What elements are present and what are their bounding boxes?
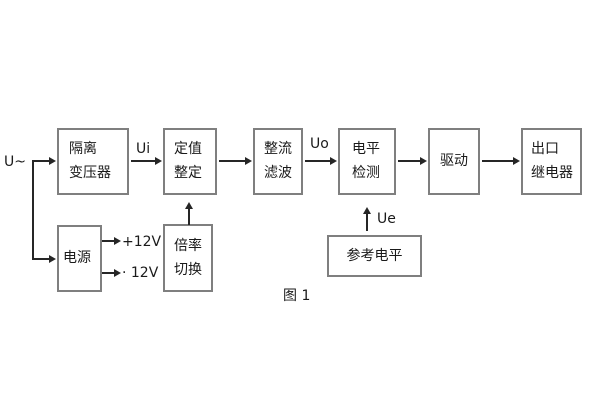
block-rectifier-filter-line2: 滤波 [264, 165, 292, 181]
block-reference-level: 参考电平 [327, 235, 422, 277]
arrow-level-detect-to-drive [398, 157, 427, 165]
block-multiplier-switch-line1: 倍率 [174, 237, 202, 254]
block-level-detect-line1: 电平 [352, 141, 380, 157]
block-rectifier-filter-line1: 整流 [264, 141, 292, 157]
block-isolation-transformer-line2: 变压器 [69, 165, 111, 181]
arrow-setpoint-to-rectifier [219, 157, 252, 165]
arrow-input-to-transformer [32, 157, 56, 165]
block-output-relay-line2: 继电器 [531, 165, 573, 181]
label-ui: Ui [136, 141, 151, 157]
block-drive-label: 驱动 [440, 153, 468, 169]
block-setpoint-line2: 整定 [174, 165, 202, 181]
block-power: 电源 [57, 225, 102, 292]
arrow-input-to-power [32, 255, 56, 263]
arrow-power-minus-12v [102, 269, 121, 277]
block-output-relay-line1: 出口 [531, 141, 559, 157]
block-reference-level-label: 参考电平 [346, 247, 403, 264]
block-output-relay: 出口 继电器 [521, 128, 582, 195]
arrow-rectifier-to-level-detect [305, 157, 337, 165]
block-drive: 驱动 [428, 128, 480, 195]
arrow-reference-to-level-detect [363, 207, 371, 231]
block-multiplier-switch-line2: 切换 [174, 261, 202, 278]
arrow-drive-to-output-relay [482, 157, 520, 165]
block-power-label: 电源 [63, 250, 91, 266]
line-input-branch [32, 160, 34, 260]
block-level-detect-line2: 检测 [352, 165, 380, 181]
block-setpoint: 定值 整定 [163, 128, 217, 195]
block-isolation-transformer-line1: 隔离 [69, 141, 97, 157]
block-multiplier-switch: 倍率 切换 [163, 224, 213, 292]
arrow-power-plus-12v [102, 237, 121, 245]
label-input-voltage: U~ [4, 154, 26, 170]
block-rectifier-filter: 整流 滤波 [253, 128, 303, 195]
label-plus-12v: +12V [122, 234, 162, 250]
label-minus-12v: · 12V [122, 265, 159, 281]
arrow-multiplier-to-setpoint [185, 202, 193, 225]
block-isolation-transformer: 隔离 变压器 [57, 128, 129, 195]
block-level-detect: 电平 检测 [338, 128, 396, 195]
label-uo: Uo [310, 136, 329, 152]
figure-caption: 图 1 [283, 288, 311, 304]
block-setpoint-line1: 定值 [174, 141, 202, 157]
label-ue: Ue [377, 211, 396, 227]
arrow-transformer-to-setpoint [131, 157, 162, 165]
